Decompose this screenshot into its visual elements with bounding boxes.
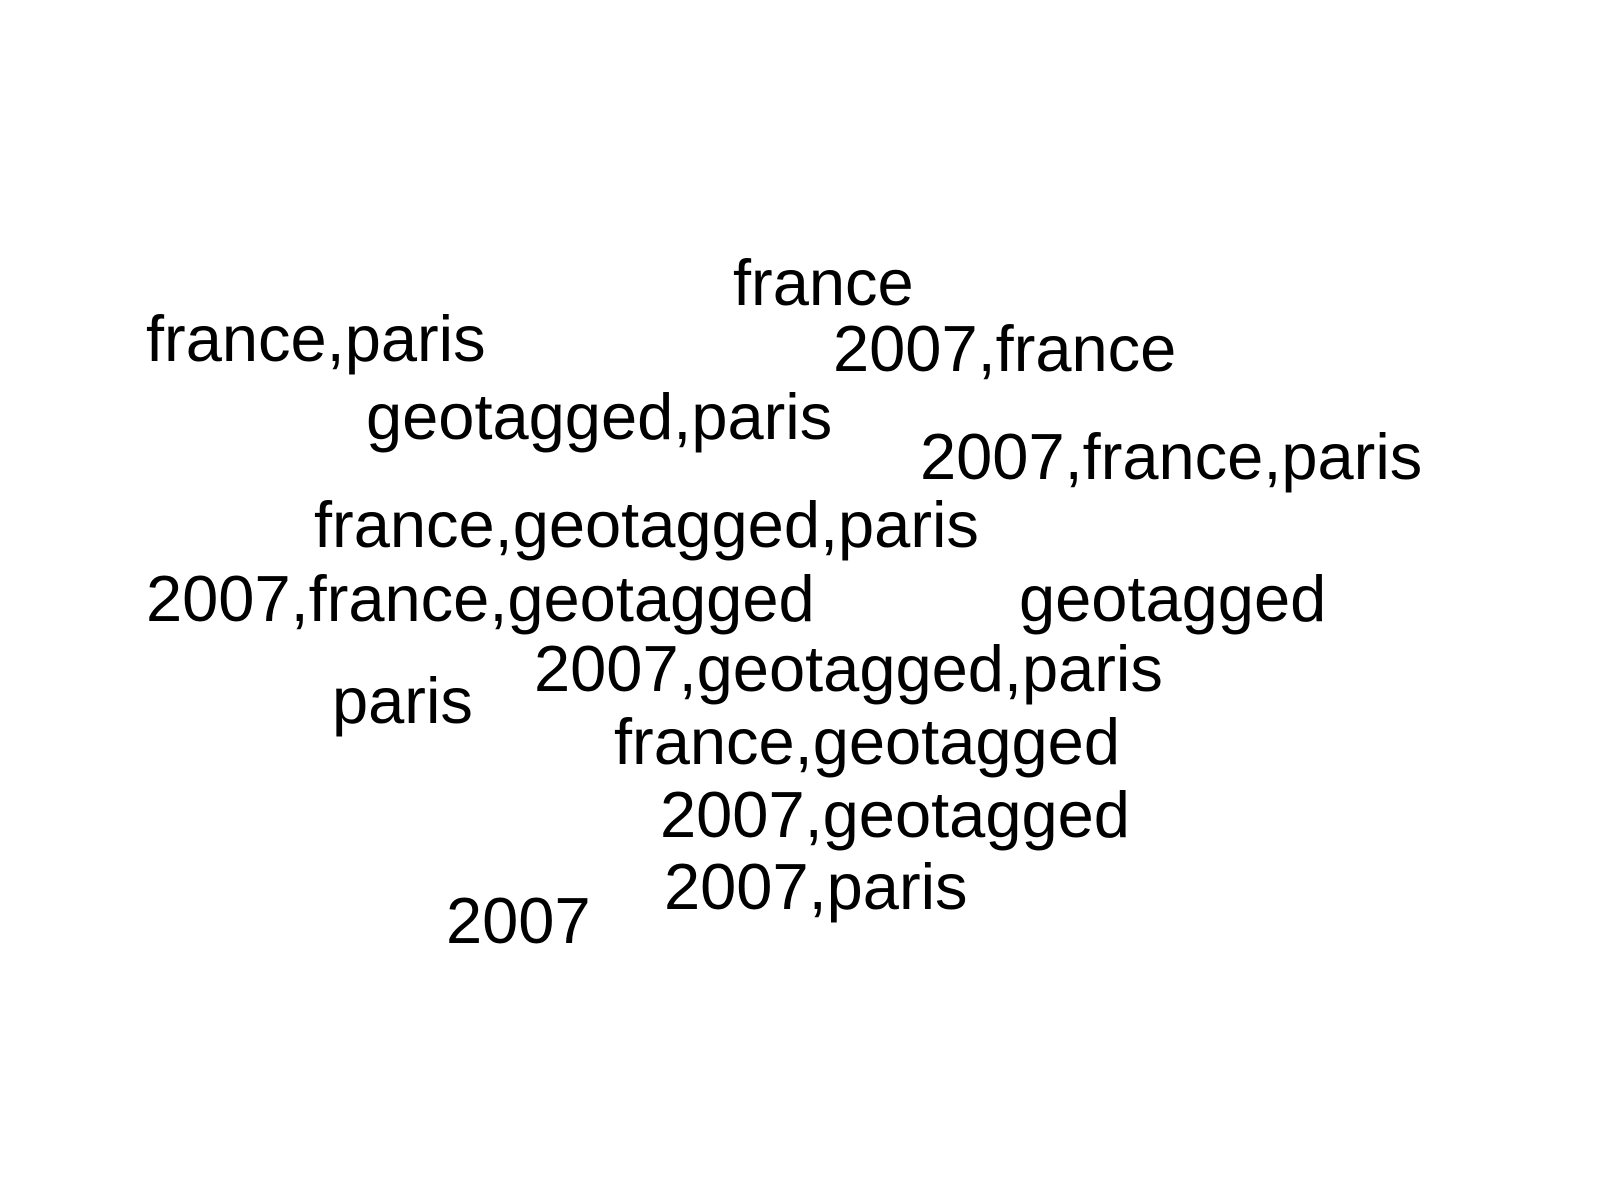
word-2007: 2007 (446, 884, 591, 957)
word-2007-geotagged-paris: 2007,geotagged,paris (534, 632, 1163, 705)
word-2007-france-paris: 2007,france,paris (920, 420, 1423, 493)
word-2007-geotagged: 2007,geotagged (660, 778, 1130, 851)
word-2007-france-geotagged: 2007,france,geotagged (146, 562, 815, 635)
word-france: france (733, 246, 914, 319)
word-geotagged: geotagged (1019, 562, 1327, 635)
word-france-paris: france,paris (146, 302, 486, 375)
word-paris: paris (332, 664, 473, 737)
word-france-geotagged: france,geotagged (614, 705, 1120, 778)
word-2007-france: 2007,france (833, 312, 1177, 385)
word-france-geotagged-paris: france,geotagged,paris (314, 488, 979, 561)
word-geotagged-paris: geotagged,paris (366, 380, 833, 453)
word-2007-paris: 2007,paris (664, 850, 968, 923)
